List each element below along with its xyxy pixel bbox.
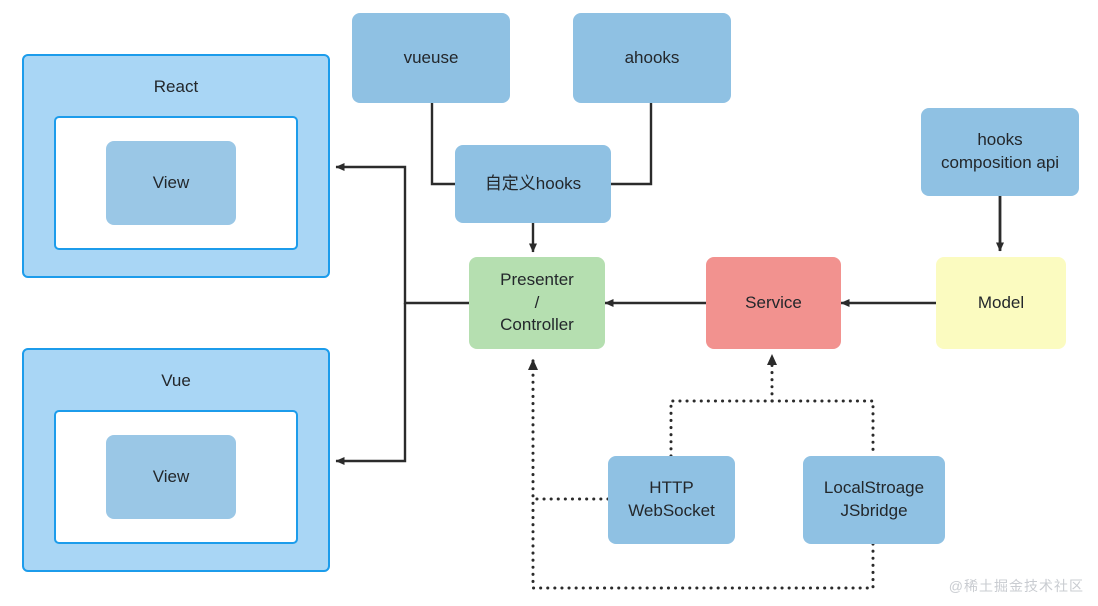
- watermark: @稀土掘金技术社区: [948, 578, 1084, 594]
- node-http-websocket[interactable]: HTTP WebSocket: [608, 456, 735, 544]
- edge-vueuse-to-custom-hooks: [430, 103, 455, 186]
- node-presenter-controller[interactable]: Presenter / Controller: [469, 257, 605, 349]
- node-http-websocket-label: HTTP WebSocket: [628, 478, 715, 520]
- node-ahooks[interactable]: ahooks: [573, 13, 731, 103]
- node-custom-hooks-label: 自定义hooks: [484, 173, 582, 193]
- frame-vue-label: Vue: [161, 371, 191, 390]
- node-vueuse[interactable]: vueuse: [352, 13, 510, 103]
- node-model[interactable]: Model: [936, 257, 1066, 349]
- react-view-box[interactable]: View: [106, 141, 236, 225]
- edge-http-to-presenter: [528, 358, 610, 501]
- node-localstorage-jsbridge[interactable]: LocalStroage JSbridge: [803, 456, 945, 544]
- react-view-label: View: [152, 173, 190, 192]
- node-service[interactable]: Service: [706, 257, 841, 349]
- edge-presenter-to-react: [335, 163, 469, 305]
- node-hooks-composition-api-label: hooks composition api: [940, 130, 1060, 172]
- edge-transports-to-service: [669, 399, 875, 458]
- edge-presenter-to-vue: [335, 303, 407, 465]
- node-presenter-controller-label: Presenter / Controller: [500, 269, 574, 335]
- node-vueuse-label: vueuse: [403, 47, 459, 67]
- node-custom-hooks[interactable]: 自定义hooks: [455, 145, 611, 223]
- frame-vue-inner: [54, 410, 298, 544]
- vue-view-box[interactable]: View: [106, 435, 236, 519]
- frame-react-label: React: [153, 77, 199, 96]
- edge-ahooks-to-custom-hooks: [611, 103, 653, 186]
- node-localstorage-jsbridge-label: LocalStroage JSbridge: [823, 478, 925, 520]
- node-hooks-composition-api[interactable]: hooks composition api: [921, 108, 1079, 196]
- vue-view-label: View: [152, 467, 190, 486]
- node-service-label: Service: [745, 292, 802, 312]
- node-ahooks-label: ahooks: [624, 47, 680, 67]
- node-model-label: Model: [977, 292, 1025, 312]
